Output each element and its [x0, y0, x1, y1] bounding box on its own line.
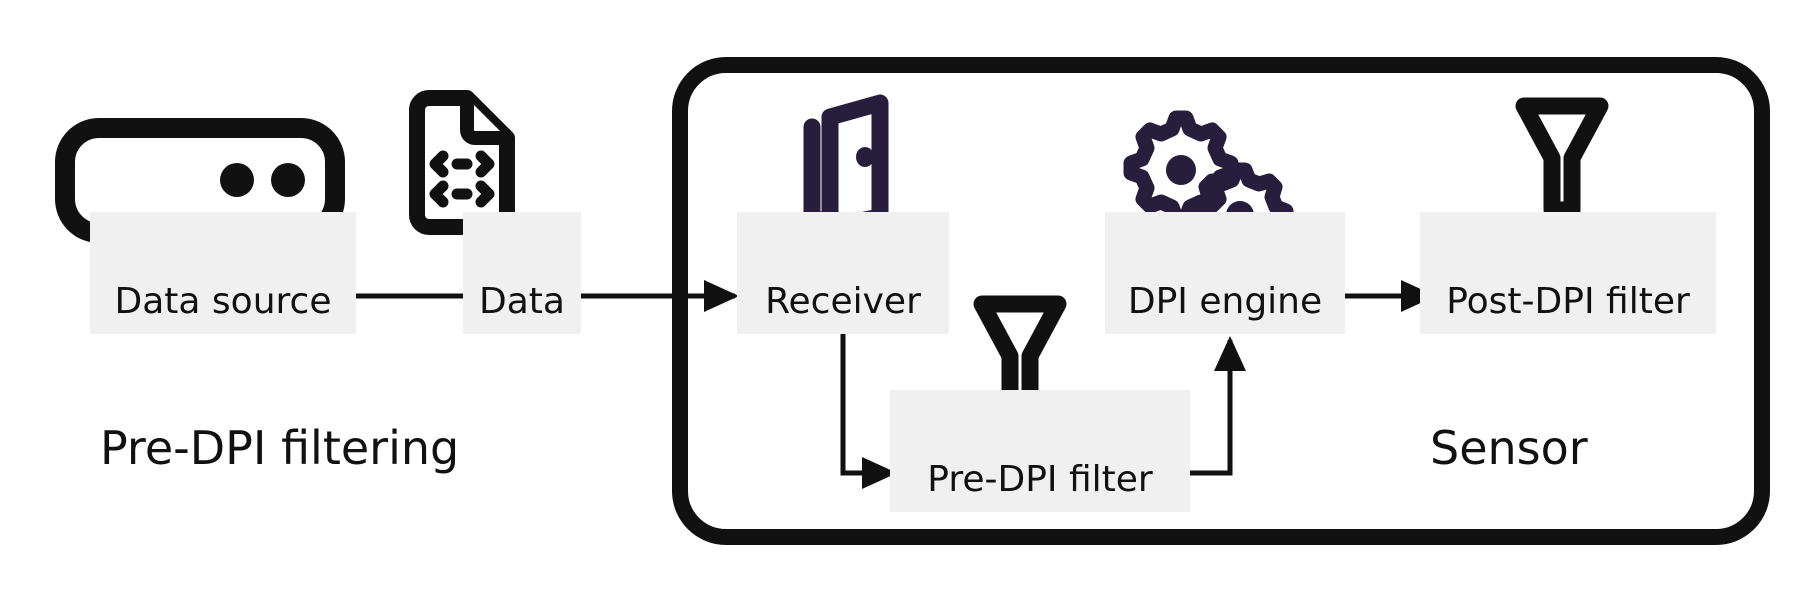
node-label-text: Post-DPI filter — [1446, 281, 1690, 322]
server-icon — [55, 118, 345, 243]
sensor-boundary-box — [672, 57, 1770, 545]
funnel-icon — [1512, 92, 1612, 227]
group-caption-sensor: Sensor — [1430, 421, 1588, 475]
node-label-text: DPI engine — [1127, 281, 1323, 322]
node-label-post-dpi-filter[interactable]: Post-DPI filter — [1420, 212, 1716, 334]
node-label-pre-dpi-filter[interactable]: Pre-DPI filter — [890, 390, 1190, 512]
node-label-receiver[interactable]: Receiver — [737, 212, 949, 334]
node-label-dpi-engine[interactable]: DPI engine — [1105, 212, 1345, 334]
node-label-data-source[interactable]: Data source — [90, 212, 356, 334]
node-label-text: Pre-DPI filter — [927, 459, 1153, 500]
node-label-text: Data source — [114, 281, 332, 322]
node-label-text: Data — [479, 281, 565, 322]
node-label-data[interactable]: Data — [463, 212, 581, 334]
group-caption-pre-dpi-filtering: Pre-DPI filtering — [100, 421, 460, 475]
node-label-text: Receiver — [765, 281, 921, 322]
